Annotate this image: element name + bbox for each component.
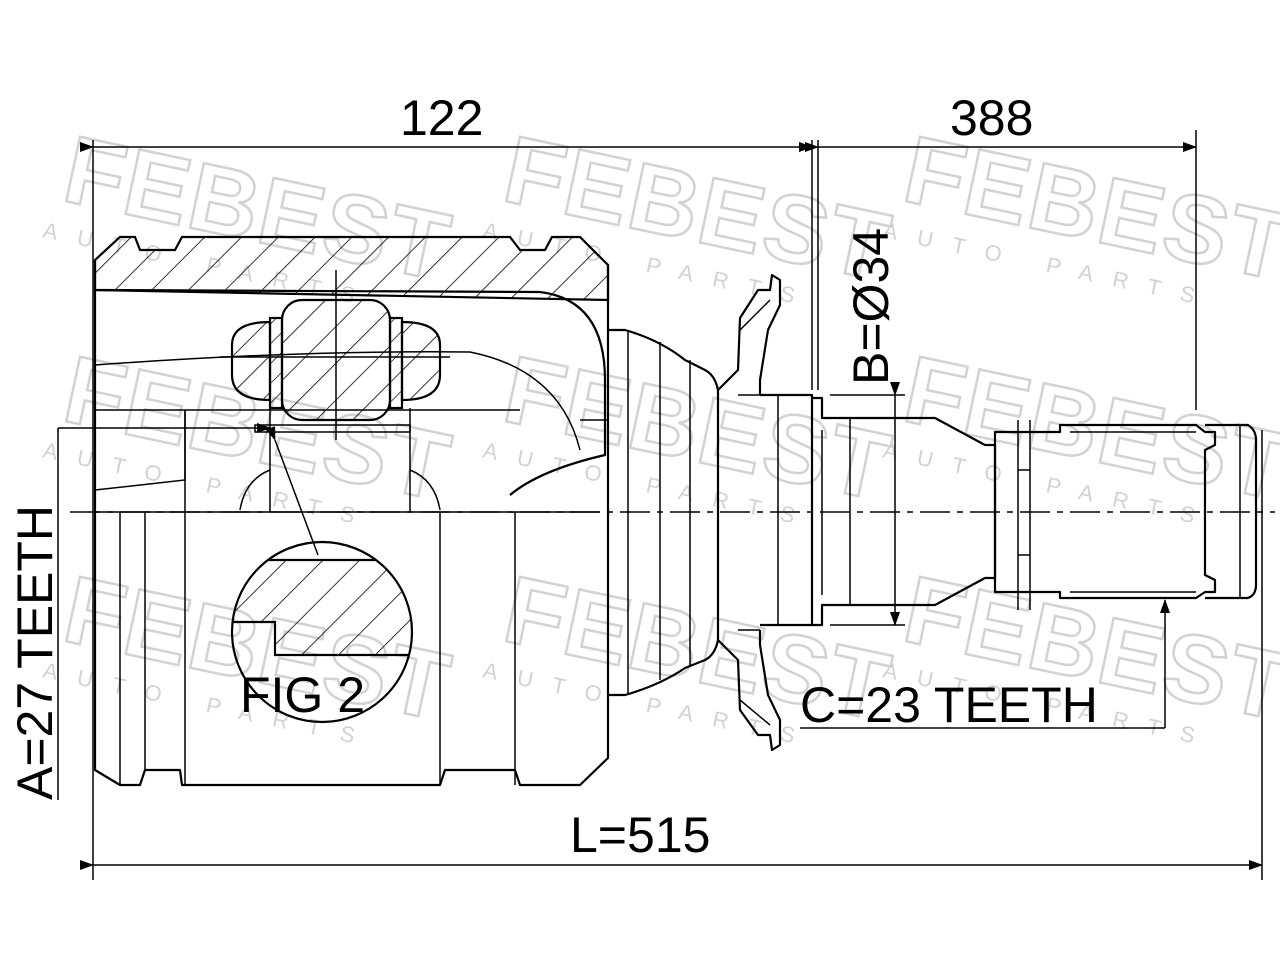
dim-c-label: C=23 TEETH <box>800 677 1098 733</box>
dim-b-label: B=Ø34 <box>843 228 899 385</box>
outer-housing <box>93 235 610 787</box>
shaft-neck <box>608 273 782 752</box>
fig2-detail: FIG 2 <box>230 426 414 724</box>
dim-l-label: L=515 <box>570 807 710 863</box>
dim-122-label: 122 <box>400 90 483 146</box>
dim-a-label: A=27 TEETH <box>7 505 63 800</box>
dimension-lines <box>57 130 1263 880</box>
dim-388-label: 388 <box>950 90 1033 146</box>
output-shaft <box>760 393 1258 627</box>
fig2-label: FIG 2 <box>240 667 365 723</box>
tripod-roller <box>220 270 450 512</box>
dimension-labels: 122 388 L=515 C=23 TEETH B=Ø34 A=27 TEET… <box>7 90 1098 863</box>
